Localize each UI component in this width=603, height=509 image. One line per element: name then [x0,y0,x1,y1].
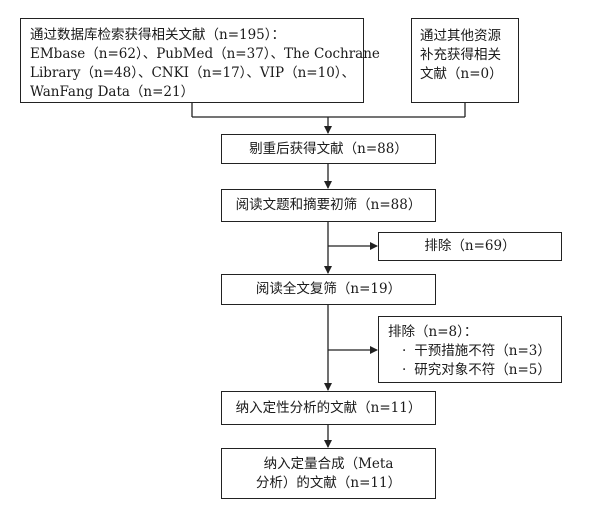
title-abstract-screen-box: 阅读文题和摘要初筛（n=88） [221,189,436,222]
deduplicated-box: 剔重后获得文献（n=88） [221,134,436,164]
deduplicated-label: 剔重后获得文献（n=88） [249,140,408,157]
excluded-reason-population: 研究对象不符（n=5） [388,361,552,380]
quantitative-line-2: 分析）的文献（n=11） [255,474,402,491]
title-abstract-screen-label: 阅读文题和摘要初筛（n=88） [235,197,422,213]
qualitative-box: 纳入定性分析的文献（n=11） [221,391,436,425]
other-sources-line-3: 文献（n=0） [420,66,503,82]
database-search-line-4: WanFang Data（n=21） [30,84,195,100]
quantitative-box: 纳入定量合成（Meta 分析）的文献（n=11） [221,448,436,499]
other-sources-box: 通过其他资源 补充获得相关 文献（n=0） [411,18,519,103]
other-sources-line-1: 通过其他资源 [420,28,501,44]
database-search-line-1: 通过数据库检索获得相关文献（n=195）： [30,27,286,43]
fulltext-screen-label: 阅读全文复筛（n=19） [255,281,402,297]
excluded-reason-intervention: 干预措施不符（n=3） [388,342,552,361]
excluded-second-title: 排除（n=8）： [388,324,478,340]
database-search-box: 通过数据库检索获得相关文献（n=195）： EMbase（n=62）、PubMe… [20,18,380,103]
qualitative-label: 纳入定性分析的文献（n=11） [235,399,422,416]
quantitative-line-1: 纳入定量合成（Meta [263,455,394,472]
excluded-first-label: 排除（n=69） [424,238,516,254]
fulltext-screen-box: 阅读全文复筛（n=19） [221,274,436,305]
other-sources-line-2: 补充获得相关 [420,47,501,63]
excluded-first-box: 排除（n=69） [378,232,562,261]
database-search-line-2: EMbase（n=62）、PubMed（n=37）、The Cochrane [30,46,380,62]
excluded-second-box: 排除（n=8）： 干预措施不符（n=3） 研究对象不符（n=5） [378,316,562,383]
database-search-line-3: Library（n=48）、CNKI（n=17）、VIP（n=10）、 [30,65,356,81]
